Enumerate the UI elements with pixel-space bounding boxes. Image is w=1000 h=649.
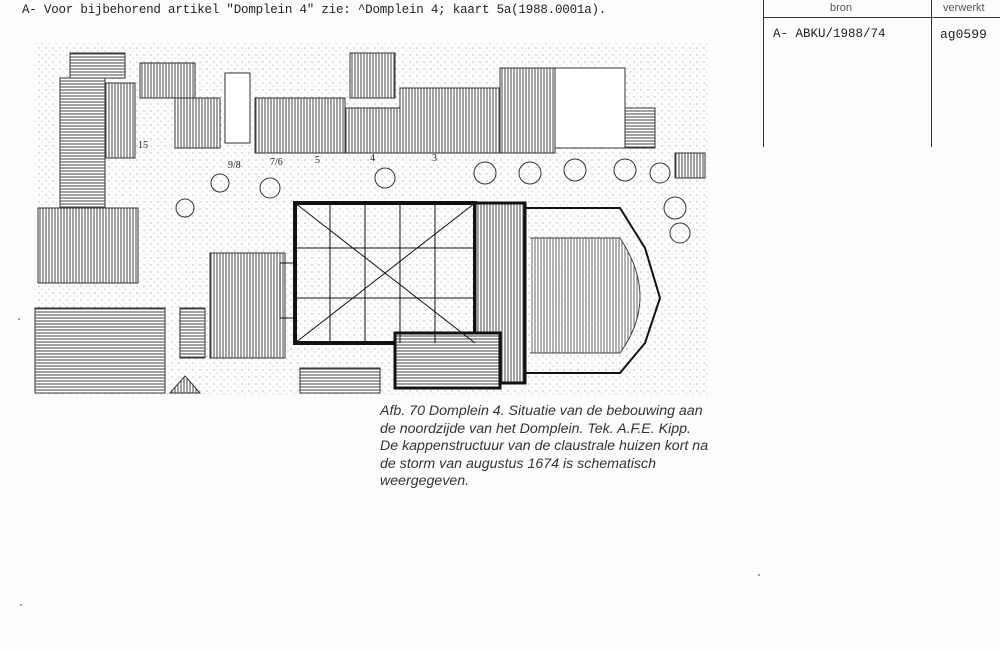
column-header-verwerkt: verwerkt <box>943 2 985 14</box>
plot-label: 5 <box>315 155 320 166</box>
plot-label: 15 <box>138 140 148 151</box>
column-header-bron: bron <box>830 2 853 14</box>
plot-label: 7/6 <box>270 157 283 168</box>
scan-speck <box>20 604 22 606</box>
scan-speck <box>758 574 760 576</box>
figure-caption: Afb. 70 Domplein 4. Situatie van de bebo… <box>380 403 709 490</box>
table-header-line <box>763 17 1000 18</box>
verwerkt-value: ag0599 <box>940 27 987 42</box>
site-plan-drawing: 15 4 3 5 7/6 9/8 <box>34 43 710 395</box>
reference-note: A- Voor bijbehorend artikel "Domplein 4"… <box>22 3 607 17</box>
south-west-buildings <box>34 252 381 394</box>
bron-value: A- ABKU/1988/74 <box>773 27 886 41</box>
cathedral-plan <box>279 201 662 390</box>
table-divider-middle <box>931 0 932 147</box>
plot-label: 9/8 <box>228 160 241 171</box>
table-divider-left <box>763 0 764 147</box>
scan-speck <box>18 318 20 320</box>
trees <box>175 158 691 244</box>
plot-label: 3 <box>432 153 437 164</box>
plot-label: 4 <box>370 153 375 164</box>
north-buildings <box>37 52 706 284</box>
plot-labels: 15 4 3 5 7/6 9/8 <box>138 140 437 171</box>
